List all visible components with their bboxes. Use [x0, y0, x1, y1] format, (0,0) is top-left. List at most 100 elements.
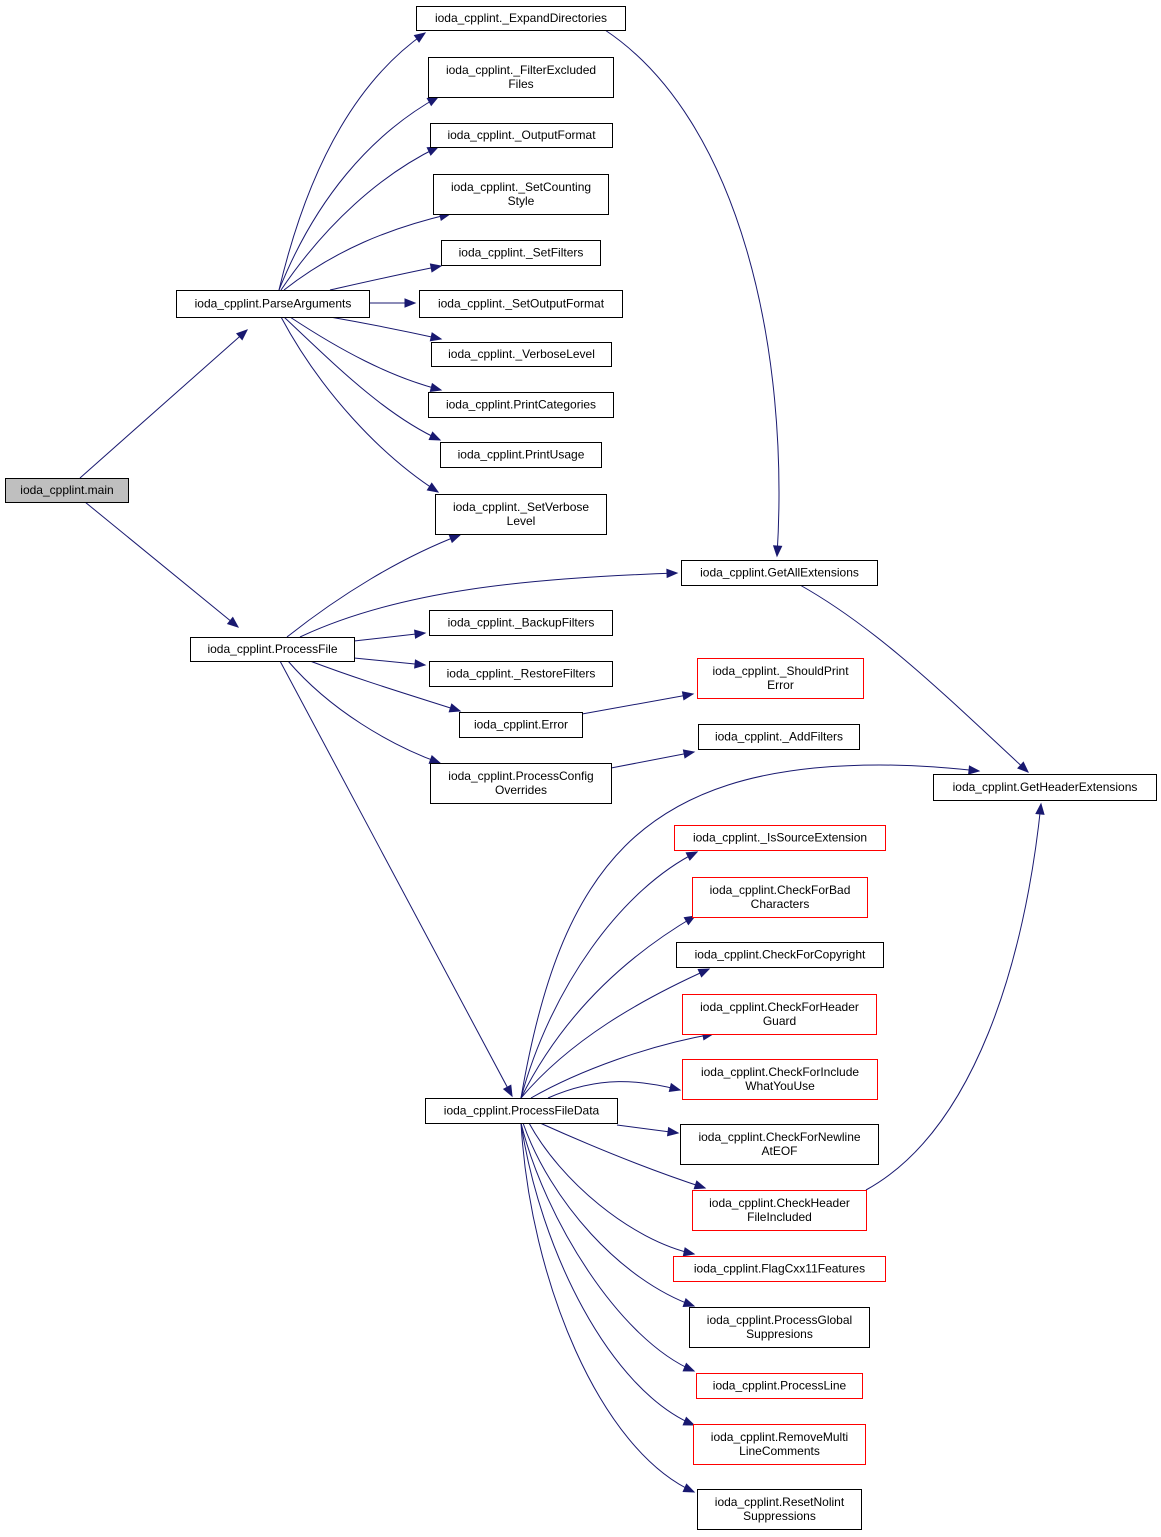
node-label: ioda_cpplint._VerboseLevel [448, 347, 595, 361]
node-set-filters[interactable]: ioda_cpplint._SetFilters [441, 240, 601, 266]
node-get-header-extensions[interactable]: ioda_cpplint.GetHeaderExtensions [933, 774, 1157, 801]
node-label: FileIncluded [747, 1210, 812, 1224]
node-add-filters[interactable]: ioda_cpplint._AddFilters [698, 724, 860, 750]
node-box[interactable] [682, 1059, 878, 1100]
edge-process_file_data-to-flag_cxx11_features [528, 1122, 696, 1257]
node-box[interactable] [433, 174, 609, 215]
node-get-all-extensions[interactable]: ioda_cpplint.GetAllExtensions [681, 560, 878, 586]
node-box[interactable] [5, 478, 129, 503]
node-box[interactable] [696, 1373, 863, 1399]
node-expand-directories[interactable]: ioda_cpplint._ExpandDirectories [416, 6, 626, 31]
edge-process_file_data-to-remove_multi_line_comments [520, 1122, 696, 1426]
node-box[interactable] [933, 774, 1157, 801]
node-label: LineComments [739, 1444, 820, 1458]
edge-parse_arguments-to-print_categories [289, 316, 443, 392]
node-box[interactable] [680, 1124, 879, 1165]
edge-line [520, 915, 696, 1099]
node-box[interactable] [682, 994, 877, 1035]
node-box[interactable] [692, 1190, 867, 1231]
node-box[interactable] [428, 57, 614, 98]
node-process-file-data[interactable]: ioda_cpplint.ProcessFileData [425, 1098, 618, 1124]
edge-process_file_data-to-check_header_file_included [539, 1122, 707, 1190]
node-label: ioda_cpplint.Error [474, 718, 568, 732]
node-label: ioda_cpplint.CheckHeader [709, 1196, 850, 1210]
node-box[interactable] [689, 1307, 870, 1348]
node-box[interactable] [435, 494, 607, 535]
node-output-format[interactable]: ioda_cpplint._OutputFormat [430, 123, 613, 148]
node-box[interactable] [428, 392, 614, 418]
node-box[interactable] [441, 240, 601, 266]
node-label: ioda_cpplint.ProcessGlobal [707, 1313, 852, 1327]
node-box[interactable] [416, 6, 626, 31]
edge-parse_arguments-to-output_format [280, 146, 440, 291]
node-backup-filters[interactable]: ioda_cpplint._BackupFilters [429, 610, 613, 636]
node-is-source-extension[interactable]: ioda_cpplint._IsSourceExtension [674, 825, 886, 851]
edge-line [84, 501, 239, 628]
edge-line [279, 660, 513, 1097]
edge-line [520, 764, 980, 1099]
edge-process_file-to-process_file_data [279, 660, 513, 1098]
edge-process_file-to-restore_filters [353, 657, 427, 669]
node-main[interactable]: ioda_cpplint.main [5, 478, 129, 503]
node-box[interactable] [429, 610, 613, 636]
node-box[interactable] [430, 763, 612, 804]
edge-line [520, 851, 698, 1099]
node-box[interactable] [674, 825, 886, 851]
edge-process_file_data-to-check_for_bad_characters [520, 915, 697, 1099]
node-print-usage[interactable]: ioda_cpplint.PrintUsage [440, 442, 602, 468]
node-box[interactable] [419, 290, 623, 318]
node-process-file[interactable]: ioda_cpplint.ProcessFile [190, 637, 355, 662]
node-box[interactable] [176, 290, 370, 318]
node-box[interactable] [431, 342, 612, 367]
arrowhead [429, 263, 443, 273]
node-label: ioda_cpplint.CheckForCopyright [695, 948, 866, 962]
edge-line [309, 660, 461, 712]
arrowhead [666, 1126, 680, 1137]
arrowhead [502, 1084, 513, 1098]
edge-line [547, 1081, 681, 1099]
node-box[interactable] [673, 1256, 886, 1282]
node-box[interactable] [681, 560, 878, 586]
node-print-categories[interactable]: ioda_cpplint.PrintCategories [428, 392, 614, 418]
node-box[interactable] [430, 123, 613, 148]
node-box[interactable] [676, 942, 884, 968]
node-parse-arguments[interactable]: ioda_cpplint.ParseArguments [176, 290, 370, 318]
node-set-output-format[interactable]: ioda_cpplint._SetOutputFormat [419, 290, 623, 318]
node-restore-filters[interactable]: ioda_cpplint._RestoreFilters [429, 661, 613, 687]
node-process-line[interactable]: ioda_cpplint.ProcessLine [696, 1373, 863, 1399]
node-flag-cxx11-features[interactable]: ioda_cpplint.FlagCxx11Features [673, 1256, 886, 1282]
node-label: Level [507, 514, 536, 528]
node-box[interactable] [692, 877, 868, 918]
node-box[interactable] [429, 661, 613, 687]
node-box[interactable] [698, 724, 860, 750]
node-box[interactable] [697, 658, 864, 699]
edge-line [329, 316, 442, 340]
node-box[interactable] [190, 637, 355, 662]
node-verbose-level[interactable]: ioda_cpplint._VerboseLevel [431, 342, 612, 367]
node-box[interactable] [440, 442, 602, 468]
arrowhead [682, 1247, 696, 1257]
edge-line [287, 660, 441, 764]
node-check-for-copyright[interactable]: ioda_cpplint.CheckForCopyright [676, 942, 884, 968]
node-box[interactable] [425, 1098, 618, 1124]
node-box[interactable] [459, 712, 583, 738]
edge-line [280, 316, 439, 493]
edge-process_file_data-to-get_header_extensions [520, 764, 981, 1099]
node-box[interactable] [693, 1424, 866, 1465]
arrowhead [428, 431, 442, 441]
node-box[interactable] [697, 1489, 862, 1530]
node-error[interactable]: ioda_cpplint.Error [459, 712, 583, 738]
